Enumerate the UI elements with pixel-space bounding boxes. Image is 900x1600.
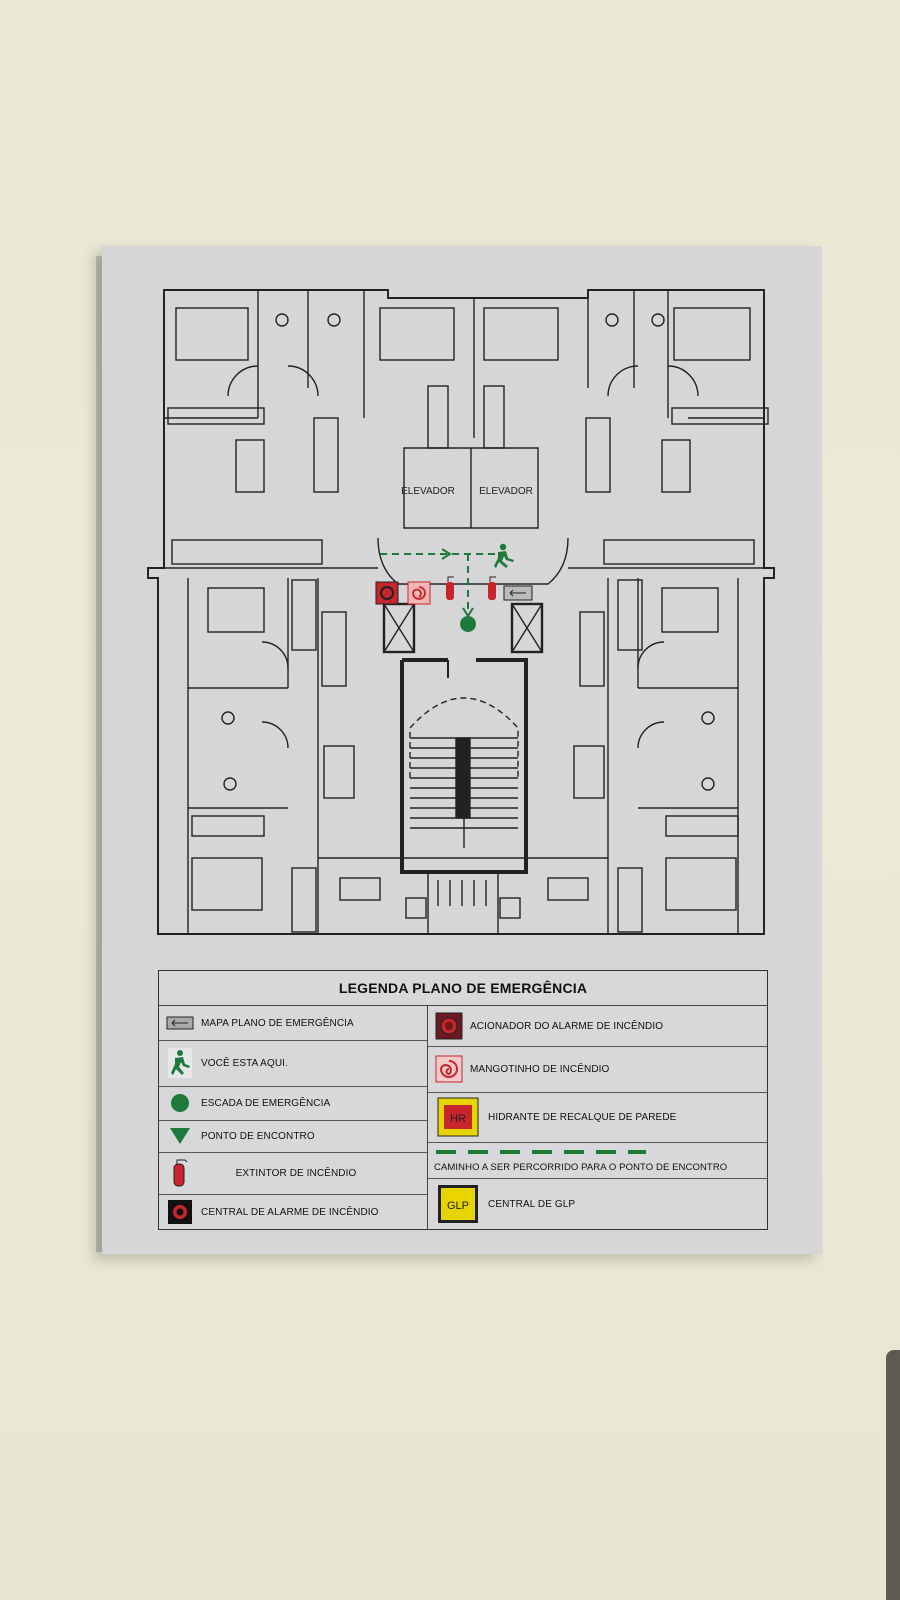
emergency-plan-board: ELEVADOR ELEVADOR	[102, 246, 822, 1254]
emergency-stairs-marker	[460, 616, 476, 632]
you-are-here-icon	[494, 543, 514, 568]
elevator-label-right: ELEVADOR	[479, 486, 533, 497]
doorframe-edge	[886, 1350, 900, 1600]
legend-right-column: ACIONADOR DO ALARME DE INCÊNDIO MANGOTIN…	[428, 1006, 767, 1230]
legend-item-hose-reel: MANGOTINHO DE INCÊNDIO	[428, 1046, 767, 1093]
legend-item-meeting-point: PONTO DE ENCONTRO	[159, 1120, 427, 1153]
legend-label: EXTINTOR DE INCÊNDIO	[235, 1167, 357, 1179]
legend-label: CENTRAL DE ALARME DE INCÊNDIO	[201, 1206, 379, 1218]
legend-label: CAMINHO A SER PERCORRIDO PARA O PONTO DE…	[434, 1162, 728, 1173]
legend-left-column: MAPA PLANO DE EMERGÊNCIA VOCÊ ESTA AQUI.…	[159, 1006, 428, 1230]
fire-extinguisher-marker-2	[488, 576, 496, 600]
legend-label: ESCADA DE EMERGÊNCIA	[201, 1097, 331, 1109]
fire-extinguisher-icon	[159, 1158, 201, 1188]
floor-plan: ELEVADOR ELEVADOR	[128, 268, 798, 958]
legend-item-you-are-here: VOCÊ ESTA AQUI.	[159, 1040, 427, 1087]
legend-label: CENTRAL DE GLP	[488, 1198, 576, 1210]
fire-hose-reel-marker	[407, 581, 431, 605]
fire-alarm-central-icon	[159, 1199, 201, 1225]
legend-item-emergency-stairs: ESCADA DE EMERGÊNCIA	[159, 1086, 427, 1121]
legend-label: MAPA PLANO DE EMERGÊNCIA	[201, 1017, 354, 1029]
legend-item-map: MAPA PLANO DE EMERGÊNCIA	[159, 1006, 427, 1041]
svg-text:GLP: GLP	[447, 1200, 469, 1212]
legend-item-extinguisher: EXTINTOR DE INCÊNDIO	[159, 1152, 427, 1195]
legend-item-alarm-trigger: ACIONADOR DO ALARME DE INCÊNDIO	[428, 1006, 767, 1047]
meeting-point-triangle-icon	[159, 1127, 201, 1145]
emergency-stairs-circle-icon	[159, 1093, 201, 1113]
legend-label: ACIONADOR DO ALARME DE INCÊNDIO	[470, 1020, 664, 1032]
you-are-here-runner-icon	[159, 1048, 201, 1078]
wall-hydrant-icon: HR	[428, 1097, 488, 1137]
board-shadow	[96, 256, 104, 1252]
dashed-path-icon	[436, 1147, 646, 1158]
svg-text:HR: HR	[450, 1113, 466, 1125]
elevator-label-left: ELEVADOR	[401, 486, 455, 497]
floor-plan-drawing: ELEVADOR ELEVADOR	[147, 289, 775, 935]
fire-alarm-central-marker	[375, 581, 399, 605]
legend-label: MANGOTINHO DE INCÊNDIO	[470, 1063, 610, 1075]
legend-item-path: CAMINHO A SER PERCORRIDO PARA O PONTO DE…	[428, 1142, 767, 1179]
fire-alarm-trigger-icon	[428, 1012, 470, 1040]
legend-label: PONTO DE ENCONTRO	[201, 1130, 315, 1142]
legend-label: VOCÊ ESTA AQUI.	[201, 1057, 288, 1069]
legend-panel: LEGENDA PLANO DE EMERGÊNCIA MAPA PLANO D…	[158, 970, 768, 1230]
legend-item-glp: GLP CENTRAL DE GLP	[428, 1178, 767, 1230]
legend-item-hydrant: HR HIDRANTE DE RECALQUE DE PAREDE	[428, 1092, 767, 1143]
fire-extinguisher-marker-1	[446, 576, 454, 600]
legend-label: HIDRANTE DE RECALQUE DE PAREDE	[488, 1111, 677, 1123]
glp-central-icon: GLP	[428, 1184, 488, 1224]
emergency-map-icon	[159, 1016, 201, 1030]
fire-hose-reel-icon	[428, 1055, 470, 1083]
legend-item-alarm-central: CENTRAL DE ALARME DE INCÊNDIO	[159, 1194, 427, 1230]
legend-title: LEGENDA PLANO DE EMERGÊNCIA	[159, 971, 767, 1006]
escape-route-path	[380, 553, 506, 616]
emergency-map-marker	[503, 585, 533, 601]
